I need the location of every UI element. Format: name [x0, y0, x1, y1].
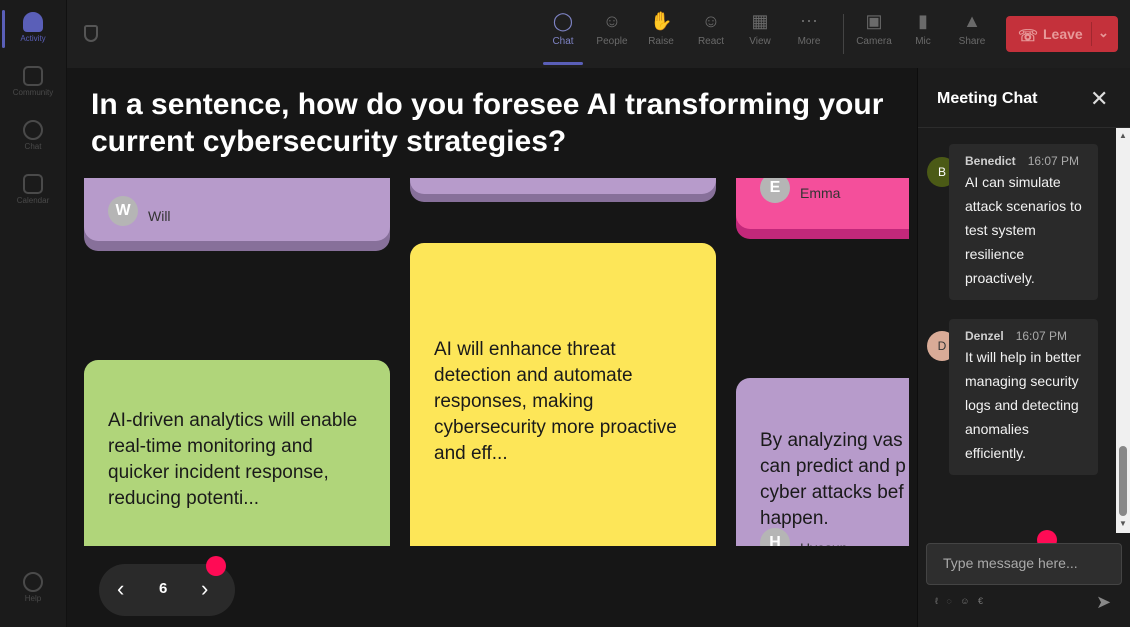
- chat-divider: [918, 127, 1130, 128]
- rail-item-community[interactable]: Community: [0, 66, 66, 97]
- question-title: In a sentence, how do you foresee AI tra…: [91, 88, 884, 158]
- rail-item-label: Activity: [20, 34, 46, 43]
- toolbar-button-label: Raise: [648, 36, 674, 47]
- leave-label: Leave: [1043, 26, 1083, 42]
- smiley-icon: ☺: [701, 11, 721, 31]
- card-author: Hyesun: [800, 535, 847, 546]
- response-card[interactable]: [410, 178, 716, 194]
- send-icon[interactable]: ➤: [1096, 592, 1112, 612]
- response-card[interactable]: E Emma: [736, 178, 909, 229]
- chevron-down-icon[interactable]: ⌄: [1098, 25, 1109, 40]
- page-number: 6: [159, 580, 168, 597]
- message-time: 16:07 PM: [1015, 329, 1068, 343]
- card-text: AI-driven analytics will enable real-tim…: [108, 410, 358, 509]
- chat-tab-underline: [543, 62, 583, 65]
- hand-icon: ✋: [650, 11, 673, 31]
- phone-hangup-icon: ☏: [1018, 28, 1039, 45]
- grid-icon: ▦: [751, 11, 769, 31]
- scroll-up-icon[interactable]: ▲: [1119, 131, 1127, 140]
- toolbar-chat-button[interactable]: ◯ Chat: [541, 10, 585, 47]
- pointer-dot: [206, 556, 226, 576]
- toolbar-divider: [843, 14, 844, 54]
- message-header: Denzel 16:07 PM: [965, 329, 1086, 343]
- card-text: AI will enhance threat detection and aut…: [434, 339, 677, 464]
- rail-item-label: Chat: [24, 142, 42, 151]
- avatar: H: [760, 528, 790, 546]
- meeting-chat-panel: Meeting Chat ✕ B Benedict 16:07 PM AI can…: [917, 68, 1130, 627]
- card-author: Emma: [800, 185, 841, 201]
- card-author: Will: [148, 208, 171, 224]
- share-icon: ▲: [963, 11, 981, 31]
- rail-item-help[interactable]: Help: [0, 572, 66, 603]
- rail-item-label: Help: [24, 594, 42, 603]
- left-rail: Activity Community Chat Calendar Help: [0, 0, 67, 627]
- message-header: Benedict 16:07 PM: [965, 154, 1086, 168]
- avatar: E: [760, 178, 790, 203]
- message-author: Benedict: [965, 154, 1016, 168]
- chevron-right-icon[interactable]: ›: [201, 576, 209, 601]
- message-text: It will help in better managing security…: [965, 349, 1081, 461]
- camera-icon: ▣: [865, 11, 883, 31]
- rail-item-calendar[interactable]: Calendar: [0, 174, 66, 205]
- chat-message: Benedict 16:07 PM AI can simulate attack …: [949, 144, 1098, 300]
- chevron-left-icon[interactable]: ‹: [117, 576, 125, 601]
- rail-item-label: Calendar: [16, 196, 50, 205]
- response-board: W Will E Emma AI-driven analytics will e…: [84, 178, 909, 546]
- toolbar-button-label: Share: [958, 36, 986, 47]
- chat-scrollbar[interactable]: ▲ ▼: [1116, 128, 1130, 533]
- toolbar-mic-button[interactable]: ▮ Mic: [901, 10, 945, 47]
- toolbar-button-label: People: [596, 36, 628, 47]
- close-icon[interactable]: ✕: [1090, 86, 1109, 111]
- toolbar-button-label: React: [697, 36, 725, 47]
- chat-message: Denzel 16:07 PM It will help in better ma…: [949, 319, 1098, 475]
- meeting-toolbar: ◯ Chat ☺ People ✋ Raise ☺ React ▦ View ⋯…: [67, 0, 1130, 68]
- toolbar-button-label: View: [749, 36, 771, 47]
- avatar-initial: B: [937, 165, 946, 179]
- mic-icon: ▮: [918, 11, 928, 31]
- formatting-tools[interactable]: ℓ ◌ ☺ €: [935, 596, 986, 606]
- shield-icon: [84, 25, 98, 42]
- message-author: Denzel: [965, 329, 1004, 343]
- toolbar-raise-button[interactable]: ✋ Raise: [639, 10, 683, 47]
- toolbar-more-button[interactable]: ⋯ More: [787, 10, 831, 47]
- response-card[interactable]: W Will: [84, 178, 390, 241]
- chat-message-input[interactable]: Type message here...: [926, 543, 1122, 585]
- people-icon: ☺: [602, 11, 622, 31]
- rail-item-chat[interactable]: Chat: [0, 120, 66, 151]
- rail-item-label: Community: [12, 88, 54, 97]
- scroll-down-icon[interactable]: ▼: [1119, 519, 1127, 528]
- leave-button[interactable]: ☏ Leave ⌄: [1006, 16, 1118, 52]
- toolbar-button-label: More: [797, 36, 821, 47]
- community-icon: [23, 66, 43, 86]
- avatar: W: [108, 196, 138, 226]
- bell-icon: [23, 12, 43, 32]
- rail-item-activity[interactable]: Activity: [0, 12, 66, 43]
- message-text: AI can simulate attack scenarios to test…: [965, 174, 1082, 286]
- message-time: 16:07 PM: [1027, 154, 1080, 168]
- toolbar-camera-button[interactable]: ▣ Camera: [852, 10, 896, 47]
- toolbar-share-button[interactable]: ▲ Share: [950, 10, 994, 47]
- toolbar-people-button[interactable]: ☺ People: [590, 10, 634, 47]
- card-text: By analyzing vas can predict and p cyber…: [760, 430, 906, 529]
- calendar-icon: [23, 174, 43, 194]
- help-icon: [23, 572, 43, 592]
- scrollbar-thumb[interactable]: [1119, 446, 1127, 516]
- more-icon: ⋯: [800, 11, 818, 31]
- response-card[interactable]: AI-driven analytics will enable real-tim…: [84, 360, 390, 546]
- rail-active-indicator: [2, 10, 5, 48]
- chat-icon: ◯: [552, 11, 574, 31]
- chat-icon: [23, 120, 43, 140]
- toolbar-button-label: Mic: [915, 36, 931, 47]
- whiteboard-stage: In a sentence, how do you foresee AI tra…: [67, 68, 917, 627]
- toolbar-button-label: Chat: [552, 36, 574, 47]
- toolbar-button-label: Camera: [856, 36, 892, 47]
- leave-divider: [1091, 22, 1092, 46]
- toolbar-react-button[interactable]: ☺ React: [689, 10, 733, 47]
- toolbar-view-button[interactable]: ▦ View: [738, 10, 782, 47]
- response-card[interactable]: AI will enhance threat detection and aut…: [410, 243, 716, 546]
- chat-title: Meeting Chat: [937, 90, 1038, 107]
- avatar-initial: D: [937, 339, 947, 353]
- response-card[interactable]: By analyzing vas can predict and p cyber…: [736, 378, 909, 546]
